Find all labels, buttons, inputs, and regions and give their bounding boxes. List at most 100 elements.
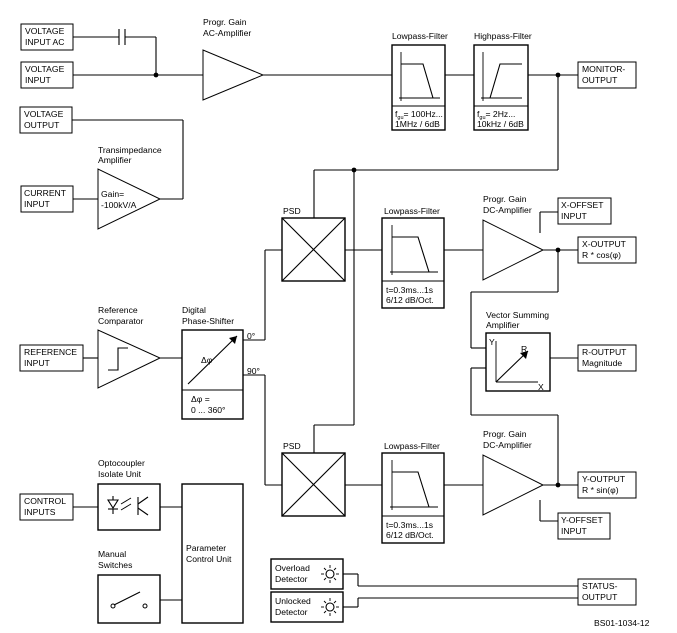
voltage-output-box: VOLTAGE OUTPUT	[19, 106, 73, 134]
manual-switches: Manual Switches	[97, 549, 161, 624]
svg-text:Progr. Gain: Progr. Gain	[203, 17, 247, 27]
svg-text:X-OUTPUT: X-OUTPUT	[582, 239, 627, 249]
svg-text:INPUT: INPUT	[24, 358, 51, 368]
svg-text:Progr. Gain: Progr. Gain	[483, 194, 527, 204]
current-input-box: CURRENT INPUT	[20, 185, 74, 213]
svg-text:VOLTAGE: VOLTAGE	[25, 64, 65, 74]
control-inputs-box: CONTROL INPUTS	[19, 493, 74, 521]
voltage-input-ac-box: VOLTAGE INPUT AC	[20, 23, 74, 51]
status-output-box: STATUS- OUTPUT	[577, 578, 637, 606]
svg-text:Digital: Digital	[182, 305, 206, 315]
svg-text:OUTPUT: OUTPUT	[582, 592, 618, 602]
svg-text:Y-OFFSET: Y-OFFSET	[561, 515, 603, 525]
svg-text:INPUTS: INPUTS	[24, 507, 56, 517]
unlocked-detector: Unlocked Detector	[270, 591, 344, 623]
svg-text:INPUT: INPUT	[24, 199, 51, 209]
y-output-box: Y-OUTPUT R * sin(φ)	[577, 471, 637, 499]
capacitor-icon	[118, 29, 126, 45]
svg-text:-100kV/A: -100kV/A	[101, 200, 137, 210]
svg-text:DC-Amplifier: DC-Amplifier	[483, 440, 532, 450]
psd-x: PSD	[281, 206, 346, 282]
svg-text:Lowpass-Filter: Lowpass-Filter	[384, 441, 440, 451]
svg-text:Detector: Detector	[275, 607, 308, 617]
voltage-input-box: VOLTAGE INPUT	[20, 61, 74, 89]
lamp-icon	[321, 598, 339, 616]
lowpass-filter-x: Lowpass-Filter t=0.3ms...1s 6/12 dB/Oct.	[381, 206, 445, 309]
svg-text:PSD: PSD	[283, 206, 301, 216]
svg-text:Lowpass-Filter: Lowpass-Filter	[392, 31, 448, 41]
svg-text:Lowpass-Filter: Lowpass-Filter	[384, 206, 440, 216]
highpass-filter-top: Highpass-Filter fgu= 2Hz... 10kHz / 6dB	[473, 31, 532, 131]
svg-text:Highpass-Filter: Highpass-Filter	[474, 31, 532, 41]
transimpedance-amplifier: Transimpedance Amplifier Gain= -100kV/A	[97, 145, 162, 230]
lowpass-curve-icon	[399, 52, 440, 101]
svg-text:CONTROL: CONTROL	[24, 496, 66, 506]
svg-text:INPUT: INPUT	[561, 211, 588, 221]
svg-text:Manual: Manual	[98, 549, 126, 559]
svg-text:Phase-Shifter: Phase-Shifter	[182, 316, 234, 326]
lowpass-curve-icon	[390, 460, 438, 510]
svg-text:Overload: Overload	[275, 563, 310, 573]
svg-text:Δφ: Δφ	[201, 355, 213, 365]
svg-text:fgu= 100Hz...: fgu= 100Hz...	[395, 109, 443, 121]
svg-text:Transimpedance: Transimpedance	[98, 145, 162, 155]
monitor-output-box: MONITOR- OUTPUT	[577, 61, 637, 89]
svg-text:PSD: PSD	[283, 441, 301, 451]
svg-text:6/12 dB/Oct.: 6/12 dB/Oct.	[386, 295, 434, 305]
lowpass-curve-icon	[390, 225, 438, 275]
digital-phase-shifter: Digital Phase-Shifter Δφ Δφ = 0 ... 360°…	[181, 305, 260, 420]
svg-text:t=0.3ms...1s: t=0.3ms...1s	[386, 520, 433, 530]
svg-text:90°: 90°	[247, 366, 260, 376]
svg-text:Reference: Reference	[98, 305, 138, 315]
highpass-curve-icon	[481, 52, 522, 101]
svg-text:Switches: Switches	[98, 560, 132, 570]
svg-text:Amplifier: Amplifier	[98, 155, 132, 165]
svg-text:AC-Amplifier: AC-Amplifier	[203, 28, 251, 38]
svg-text:Comparator: Comparator	[98, 316, 144, 326]
step-icon	[108, 347, 128, 371]
psd-y: PSD	[281, 441, 346, 517]
svg-text:Parameter: Parameter	[186, 543, 226, 553]
svg-text:REFERENCE: REFERENCE	[24, 347, 77, 357]
svg-text:STATUS-: STATUS-	[582, 581, 618, 591]
phase-arrow-icon	[187, 335, 238, 385]
ac-amplifier: Progr. Gain AC-Amplifier	[202, 17, 265, 101]
svg-text:Optocoupler: Optocoupler	[98, 458, 145, 468]
svg-text:Y-OUTPUT: Y-OUTPUT	[582, 474, 626, 484]
svg-text:R * cos(φ): R * cos(φ)	[582, 250, 621, 260]
reference-input-box: REFERENCE INPUT	[19, 344, 84, 372]
svg-text:0°: 0°	[247, 331, 255, 341]
parameter-control-unit: Parameter Control Unit	[181, 483, 244, 624]
vector-plot-icon	[495, 341, 538, 383]
svg-text:Δφ =: Δφ =	[191, 394, 210, 404]
svg-text:R: R	[521, 344, 527, 354]
lowpass-filter-y: Lowpass-Filter t=0.3ms...1s 6/12 dB/Oct.	[381, 441, 445, 544]
svg-text:CURRENT: CURRENT	[24, 188, 67, 198]
svg-text:DC-Amplifier: DC-Amplifier	[483, 205, 532, 215]
r-output-box: R-OUTPUT Magnitude	[577, 344, 637, 372]
figure-id: BS01-1034-12	[594, 618, 650, 628]
dc-amplifier-y: Progr. Gain DC-Amplifier	[482, 429, 545, 516]
svg-text:Progr. Gain: Progr. Gain	[483, 429, 527, 439]
svg-text:Control Unit: Control Unit	[186, 554, 232, 564]
svg-text:R-OUTPUT: R-OUTPUT	[582, 347, 627, 357]
svg-text:OUTPUT: OUTPUT	[582, 75, 618, 85]
svg-text:Isolate Unit: Isolate Unit	[98, 469, 142, 479]
dc-amplifier-x: Progr. Gain DC-Amplifier	[482, 194, 545, 281]
wires	[72, 36, 578, 608]
overload-detector: Overload Detector	[270, 558, 344, 590]
svg-text:X-OFFSET: X-OFFSET	[561, 200, 604, 210]
x-offset-input-box: X-OFFSET INPUT	[557, 197, 612, 225]
svg-text:Y: Y	[489, 337, 495, 347]
svg-text:Vector Summing: Vector Summing	[486, 310, 549, 320]
svg-text:MONITOR-: MONITOR-	[582, 64, 625, 74]
svg-text:Detector: Detector	[275, 574, 308, 584]
lamp-icon	[321, 565, 339, 583]
svg-text:INPUT: INPUT	[25, 75, 52, 85]
optocoupler-isolate-unit: Optocoupler Isolate Unit	[97, 458, 161, 531]
svg-text:fgu= 2Hz...: fgu= 2Hz...	[477, 109, 515, 121]
vector-summing-amplifier: Vector Summing Amplifier Y X R	[485, 310, 551, 392]
lowpass-filter-top: Lowpass-Filter fgu= 100Hz... 1MHz / 6dB	[391, 31, 448, 131]
svg-text:X: X	[538, 382, 544, 392]
